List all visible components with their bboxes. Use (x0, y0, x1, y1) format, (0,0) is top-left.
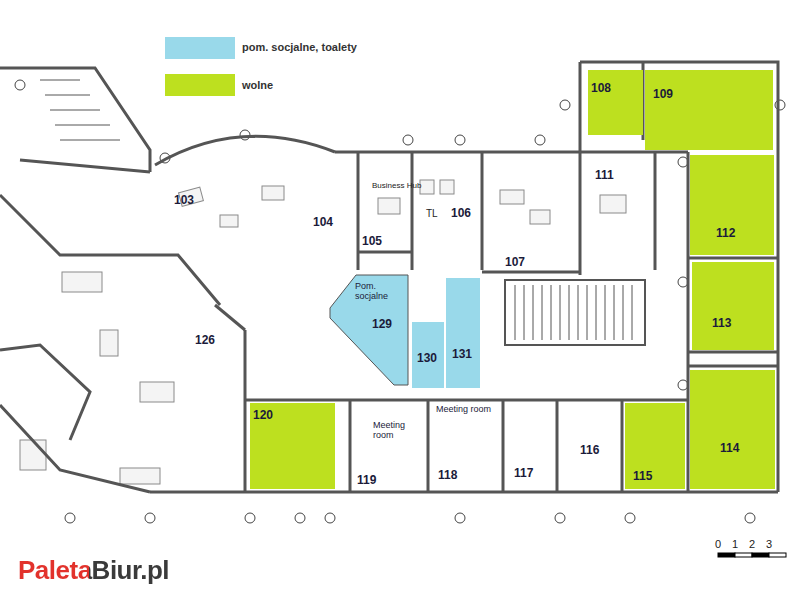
room-label: 117 (512, 466, 535, 481)
room-name: Meeting room (373, 421, 424, 441)
room-note: TL (426, 208, 438, 219)
room-area: 111 (583, 155, 653, 260)
room-number: 109 (653, 88, 673, 101)
room-number: 108 (591, 82, 611, 95)
room-area: Meeting room 118 (430, 403, 502, 489)
room-number: 120 (253, 409, 273, 422)
room-outline (330, 275, 408, 385)
room-area: 115 (625, 403, 685, 489)
room-number: 115 (633, 470, 652, 483)
room-number: 118 (438, 469, 457, 482)
room-area: Meeting room 119 (353, 403, 426, 489)
room-area: 109 (645, 70, 773, 150)
room-number: 112 (716, 227, 735, 240)
room-number: 105 (360, 234, 384, 249)
room-area: 120 (250, 403, 335, 489)
legend-swatch (165, 37, 235, 59)
room-area: Pom. socjalne 129 (328, 272, 410, 388)
room-label: 107 (503, 255, 527, 270)
room-number: 116 (578, 443, 601, 458)
room-number: 114 (720, 442, 739, 455)
room-number: 104 (311, 215, 335, 230)
room-number: 106 (449, 206, 473, 221)
scale-bar (718, 553, 786, 557)
room-area: 112 (690, 155, 774, 255)
room-label: 105 (360, 234, 384, 249)
room-note: Business Hub (372, 182, 421, 191)
room-area: 114 (690, 370, 775, 489)
scale-number: 3 (766, 538, 772, 550)
room-number: 119 (357, 474, 376, 487)
room-label: 126 (193, 333, 217, 348)
room-number: 131 (452, 348, 472, 361)
room-number: 129 (372, 318, 392, 331)
scale-number: 2 (749, 538, 755, 550)
room-number: 111 (595, 169, 614, 182)
room-number: 117 (512, 466, 535, 481)
walls (0, 62, 778, 492)
room-name: Meeting room (436, 405, 491, 415)
legend-text: wolne (242, 79, 273, 91)
room-area: 113 (692, 262, 774, 350)
room-number: 107 (503, 255, 527, 270)
room-number: 103 (172, 193, 196, 208)
room-area: 130 (412, 322, 444, 388)
room-area: 108 (588, 70, 643, 135)
room-number: 130 (417, 352, 437, 365)
room-number: 126 (193, 333, 217, 348)
room-label: 104 (311, 215, 335, 230)
scale-number: 0 (715, 538, 721, 550)
room-label: 103 (172, 193, 196, 208)
room-area: 131 (446, 278, 480, 388)
scale-number: 1 (732, 538, 738, 550)
legend-text: pom. socjalne, toalety (242, 41, 357, 53)
room-label: 106 (449, 206, 473, 221)
room-number: 113 (712, 317, 731, 330)
room-name: Pom. socjalne (355, 282, 408, 302)
watermark: PaletaBiur.pl (18, 556, 169, 585)
legend-swatch (165, 74, 235, 96)
room-label: 116 (578, 443, 601, 458)
